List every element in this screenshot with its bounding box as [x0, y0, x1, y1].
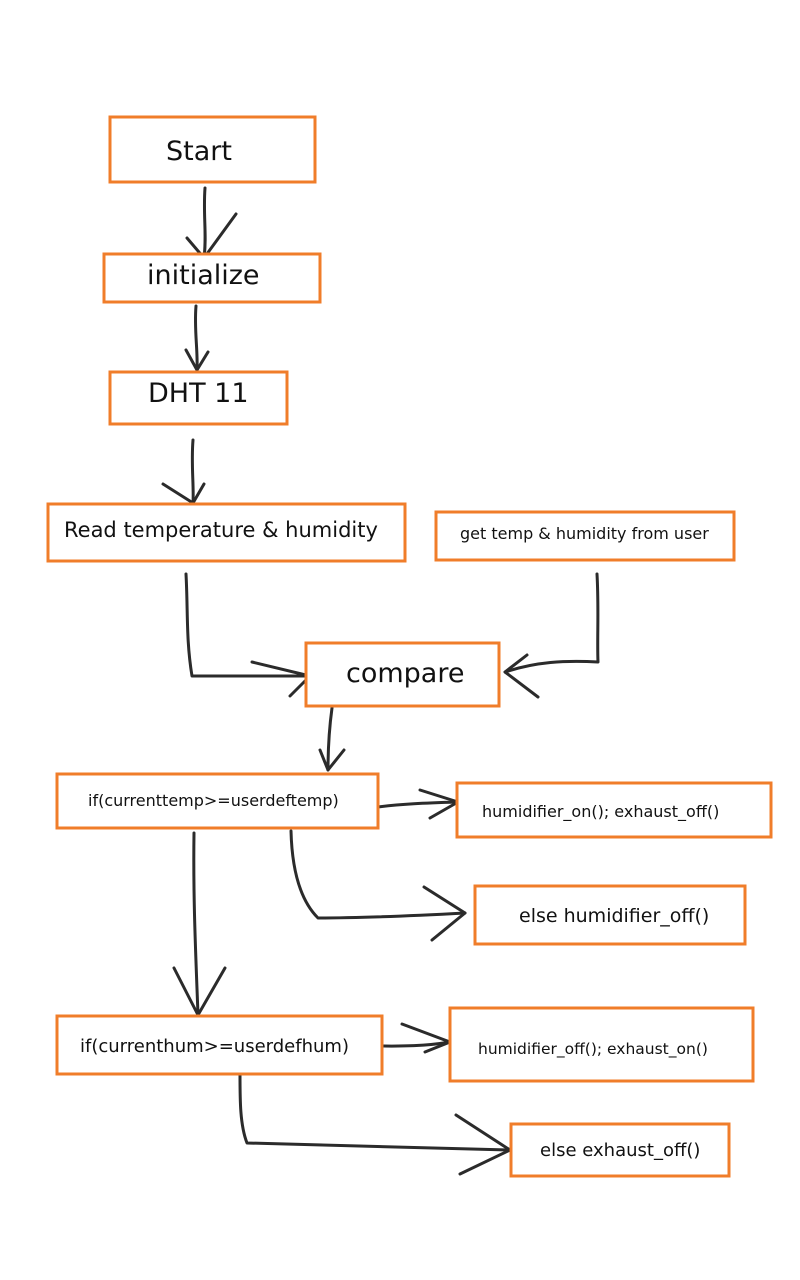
hum-true-label: humidifier_off(); exhaust_on() [478, 1040, 708, 1059]
initialize-box [102, 252, 322, 304]
dht11-node: DHT 11 [108, 370, 289, 426]
temp-true-node: humidifier_on(); exhaust_off() [455, 781, 773, 839]
arrow-iftemp-to-temptrue [376, 788, 460, 820]
arrow-initialize-to-dht11 [184, 304, 210, 372]
if-hum-label: if(currenthum>=userdefhum) [80, 1036, 349, 1057]
if-temp-box [55, 772, 380, 830]
user-input-node: get temp & humidity from user [434, 510, 736, 562]
start-label: Start [166, 136, 232, 167]
compare-box [304, 641, 501, 708]
arrow-start-to-initialize [185, 186, 238, 260]
arrow-ifhum-to-humtrue [374, 1022, 452, 1054]
temp-else-label: else humidifier_off() [519, 905, 709, 927]
hum-true-node: humidifier_off(); exhaust_on() [448, 1006, 755, 1083]
arrow-user-to-compare [503, 572, 600, 699]
temp-else-node: else humidifier_off() [473, 884, 747, 946]
if-hum-node: if(currenthum>=userdefhum) [55, 1014, 384, 1076]
start-node: Start [108, 115, 317, 184]
if-temp-label: if(currenttemp>=userdeftemp) [88, 791, 339, 810]
temp-else-box [473, 884, 747, 946]
start-box [108, 115, 317, 184]
if-hum-box [55, 1014, 384, 1076]
arrow-iftemp-to-tempelse [289, 829, 467, 942]
read-box [46, 502, 407, 563]
if-temp-node: if(currenttemp>=userdeftemp) [55, 772, 380, 830]
arrow-ifhum-to-humelse [238, 1073, 512, 1176]
user-input-label: get temp & humidity from user [460, 524, 709, 543]
arrow-compare-to-iftemp [318, 706, 346, 772]
temp-true-box [455, 781, 773, 839]
arrow-read-to-compare [184, 572, 312, 698]
arrow-dht11-to-read [161, 438, 206, 505]
hum-else-box [509, 1122, 731, 1178]
arrow-iftemp-to-ifhum [172, 831, 227, 1017]
initialize-label: initialize [147, 260, 260, 291]
hum-else-node: else exhaust_off() [509, 1122, 731, 1178]
read-label: Read temperature & humidity [64, 518, 378, 542]
initialize-node: initialize [102, 252, 322, 304]
temp-true-label: humidifier_on(); exhaust_off() [482, 802, 719, 822]
compare-label: compare [346, 658, 464, 689]
dht11-label: DHT 11 [148, 378, 249, 409]
hum-true-box [448, 1006, 755, 1083]
hum-else-label: else exhaust_off() [540, 1140, 700, 1161]
compare-node: compare [304, 641, 501, 708]
dht11-box [108, 370, 289, 426]
read-node: Read temperature & humidity [46, 502, 407, 563]
user-input-box [434, 510, 736, 562]
